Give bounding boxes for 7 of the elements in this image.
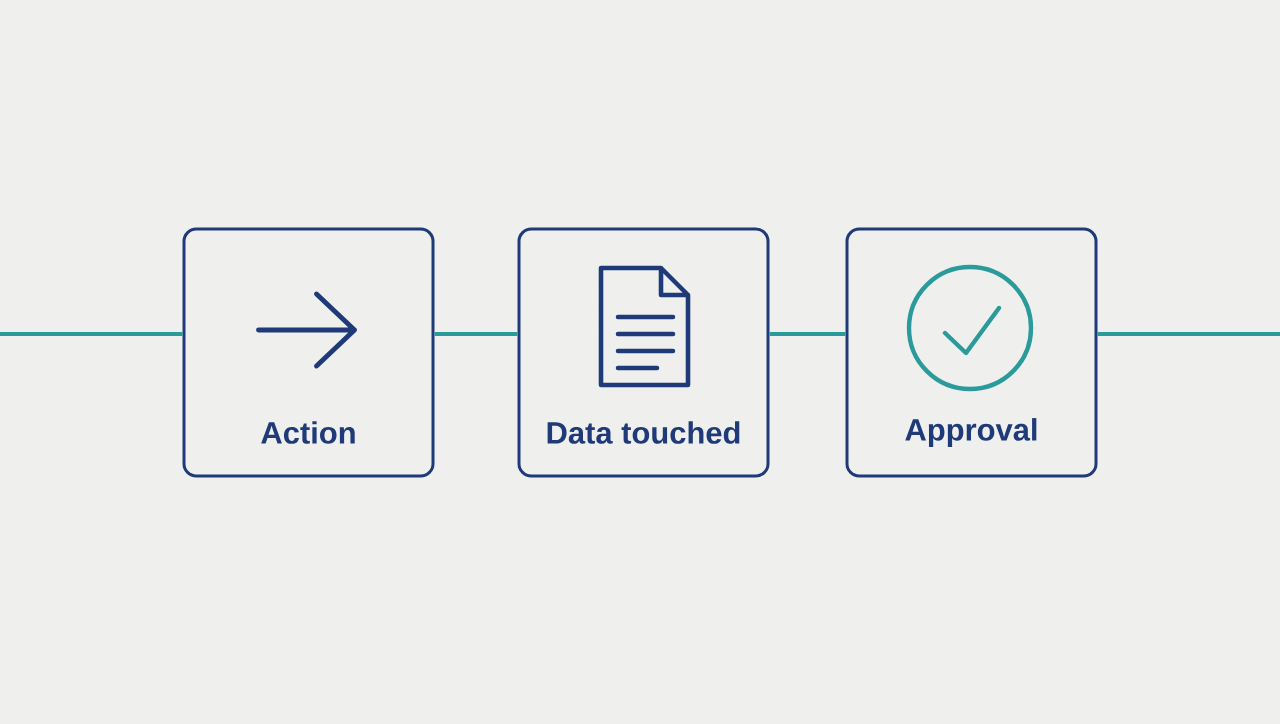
connector-line bbox=[769, 332, 846, 336]
connector-line bbox=[434, 332, 518, 336]
step-box: Action bbox=[182, 227, 435, 478]
connector-line bbox=[1097, 332, 1280, 336]
step-box: Approval bbox=[845, 227, 1098, 478]
step-box: Data touched bbox=[517, 227, 770, 478]
connector-line bbox=[0, 332, 183, 336]
